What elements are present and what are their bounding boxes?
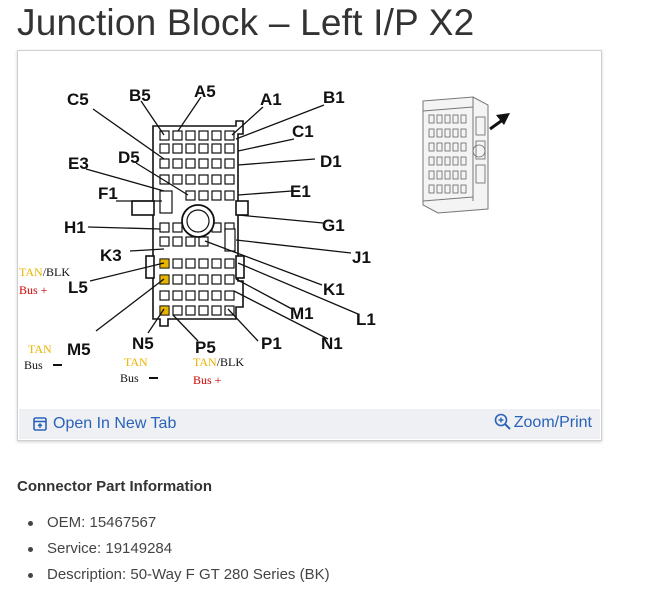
zoom-print-label: Zoom/Print xyxy=(513,414,592,431)
wire-annotations: TAN/BLK Bus + TAN Bus TAN Bus TAN/BLK Bu… xyxy=(19,265,244,387)
pin-label-m5: M5 xyxy=(67,340,91,359)
pin-label-b5: B5 xyxy=(129,86,151,105)
pin-label-m1: M1 xyxy=(290,304,314,323)
connector-info-list: OEM: 15467567 Service: 19149284 Descript… xyxy=(17,510,330,588)
pin-label-c5: C5 xyxy=(67,90,89,109)
n5-wire-color: TAN xyxy=(124,355,148,369)
pin-label-b1: B1 xyxy=(323,88,345,107)
pin-label-j1: J1 xyxy=(352,248,371,267)
open-in-new-tab-link[interactable]: Open In New Tab xyxy=(33,415,176,433)
m5-bus-label: Bus xyxy=(24,358,43,372)
connector-cavities xyxy=(159,130,236,316)
open-in-new-tab-label: Open In New Tab xyxy=(53,415,177,432)
pin-label-k3: K3 xyxy=(100,246,122,265)
n5-bus-minus xyxy=(149,377,158,379)
l5-color-blk: BLK xyxy=(46,265,70,279)
pin-label-g1: G1 xyxy=(322,216,345,235)
p5-color-blk: BLK xyxy=(220,355,244,369)
l5-wire-color: TAN/BLK xyxy=(19,265,70,279)
pin-label-c1: C1 xyxy=(292,122,314,141)
pin-label-a5: A5 xyxy=(194,82,216,101)
pin-label-k1: K1 xyxy=(323,280,345,299)
zoom-icon xyxy=(494,413,511,430)
l5-bus-label: Bus + xyxy=(19,283,48,297)
m5-bus-minus xyxy=(53,364,62,366)
p5-color-tan: TAN xyxy=(193,355,217,369)
list-item-oem: OEM: 15467567 xyxy=(17,510,330,536)
p5-color-sep: / xyxy=(217,355,221,369)
list-item-description: Description: 50-Way F GT 280 Series (BK) xyxy=(17,562,330,588)
p5-wire-color: TAN/BLK xyxy=(193,355,244,369)
l5-color-sep: / xyxy=(43,265,47,279)
connector-side-view xyxy=(422,96,489,214)
pin-label-l5: L5 xyxy=(68,278,88,297)
pin-label-p1: P1 xyxy=(261,334,282,353)
pin-label-l1: L1 xyxy=(356,310,376,329)
pin-label-a1: A1 xyxy=(260,90,282,109)
zoom-print-link[interactable]: Zoom/Print xyxy=(494,413,592,432)
pin-label-d5: D5 xyxy=(118,148,140,167)
pin-label-e3: E3 xyxy=(68,154,89,173)
n5-bus-label: Bus xyxy=(120,371,139,385)
orientation-arrow-icon xyxy=(489,113,510,131)
pin-label-d1: D1 xyxy=(320,152,342,171)
page-title: Junction Block – Left I/P X2 xyxy=(17,2,475,43)
pin-leader-lines xyxy=(85,96,359,342)
list-item-service: Service: 19149284 xyxy=(17,536,330,562)
connector-diagram: C5 B5 A5 A1 B1 C1 E3 D5 D1 F1 E1 H1 G1 K… xyxy=(19,82,510,387)
p5-bus-label: Bus + xyxy=(193,373,222,387)
card-footer: Open In New Tab Zoom/Print xyxy=(19,409,600,439)
l5-color-tan: TAN xyxy=(19,265,43,279)
open-new-tab-icon xyxy=(33,417,47,431)
connector-diagram-card: C5 B5 A5 A1 B1 C1 E3 D5 D1 F1 E1 H1 G1 K… xyxy=(17,50,602,441)
pin-label-n5: N5 xyxy=(132,334,154,353)
pin-label-p5: P5 xyxy=(195,338,216,357)
pin-label-n1: N1 xyxy=(321,334,343,353)
connector-info-heading: Connector Part Information xyxy=(17,478,213,495)
pin-label-e1: E1 xyxy=(290,182,311,201)
pin-label-h1: H1 xyxy=(64,218,86,237)
m5-wire-color: TAN xyxy=(28,342,52,356)
pin-labels: C5 B5 A5 A1 B1 C1 E3 D5 D1 F1 E1 H1 G1 K… xyxy=(64,82,376,359)
pin-label-f1: F1 xyxy=(98,184,118,203)
